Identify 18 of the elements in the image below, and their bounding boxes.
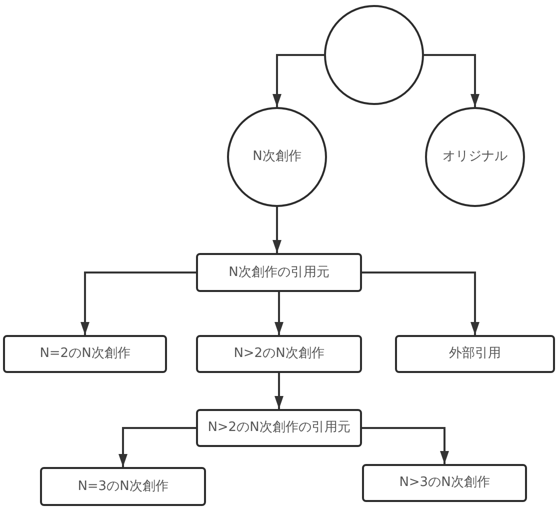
arrow (272, 54, 324, 107)
circle-node: オリジナル (425, 107, 525, 207)
arrow (362, 272, 480, 335)
arrow (424, 54, 480, 107)
circle-node: N次創作 (227, 107, 327, 207)
arrow (118, 427, 196, 467)
process-box: N=3のN次創作 (40, 467, 206, 506)
arrow (80, 272, 196, 335)
arrow (362, 427, 449, 464)
process-box: N=2のN次創作 (3, 335, 167, 373)
arrow (272, 207, 282, 253)
process-box: N>2のN次創作の引用元 (196, 409, 362, 447)
arrow (274, 373, 284, 409)
process-box: N>3のN次創作 (362, 464, 527, 502)
arrow (274, 292, 284, 335)
process-box: N次創作の引用元 (196, 253, 362, 292)
process-box: N>2のN次創作 (196, 335, 362, 373)
process-box: 外部引用 (395, 335, 555, 373)
